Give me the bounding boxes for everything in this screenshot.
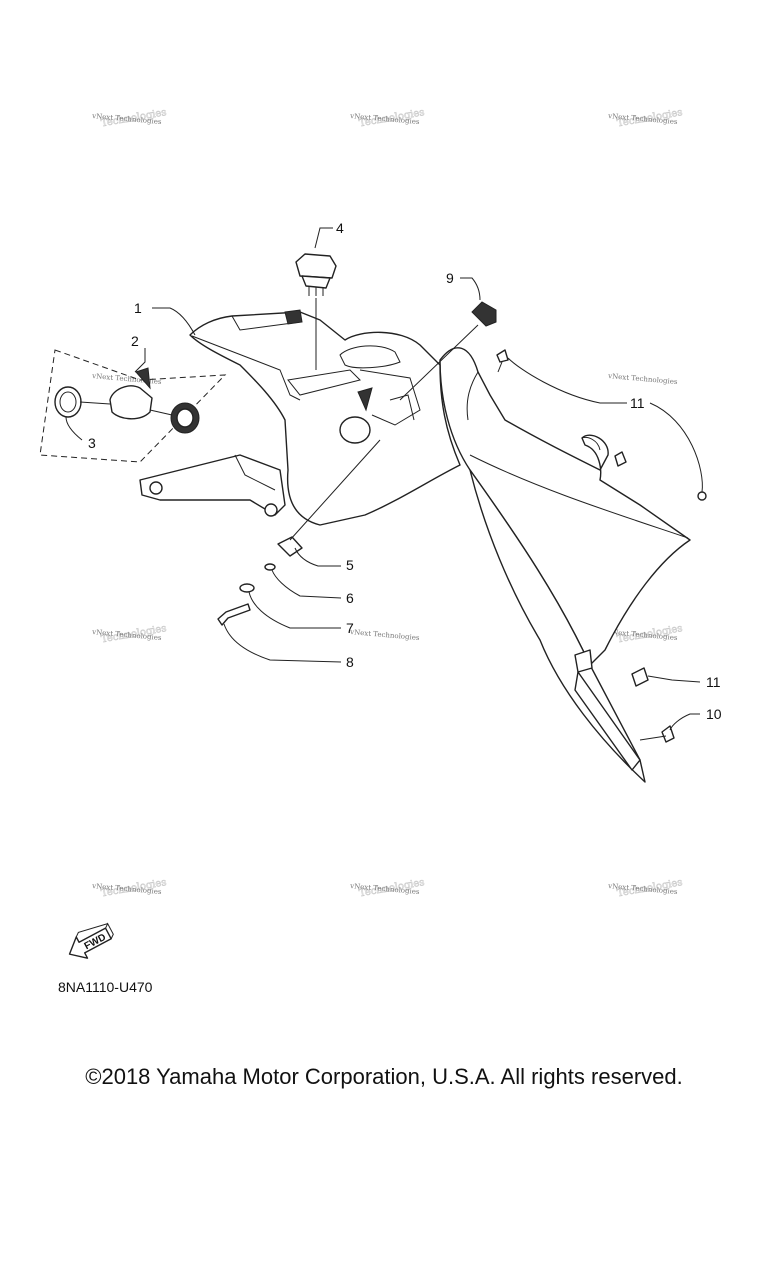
callout-11-upper: 11	[630, 395, 645, 411]
watermark: vNext Technologies	[349, 628, 420, 642]
watermark: vNext Technologies	[607, 372, 678, 386]
callout-leaders	[65, 227, 703, 731]
callout-4: 4	[336, 220, 344, 236]
switch-kit-group	[39, 349, 227, 463]
callout-8: 8	[346, 654, 354, 670]
hardware-stack	[217, 439, 381, 626]
bolts-right	[496, 349, 707, 743]
side-cover-panel	[439, 347, 691, 783]
callout-7: 7	[346, 620, 354, 636]
fwd-arrow-icon: FWD	[68, 922, 114, 959]
copyright-notice: ©2018 Yamaha Motor Corporation, U.S.A. A…	[85, 1064, 683, 1089]
callout-11-lower: 11	[706, 674, 721, 690]
callout-9: 9	[446, 270, 454, 286]
callout-10: 10	[706, 706, 722, 722]
callout-labels: 1 2 3 4 5 6 7 8 9 10 11 11	[88, 220, 722, 722]
fwd-label: FWD	[83, 932, 108, 952]
callout-2: 2	[131, 333, 139, 349]
switch-part	[295, 253, 337, 370]
callout-5: 5	[346, 557, 354, 573]
cap-part	[399, 301, 497, 401]
main-housing	[139, 309, 461, 526]
callout-6: 6	[346, 590, 354, 606]
callout-1: 1	[134, 300, 142, 316]
part-code: 8NA1110-U470	[58, 979, 153, 995]
callout-3: 3	[88, 435, 96, 451]
